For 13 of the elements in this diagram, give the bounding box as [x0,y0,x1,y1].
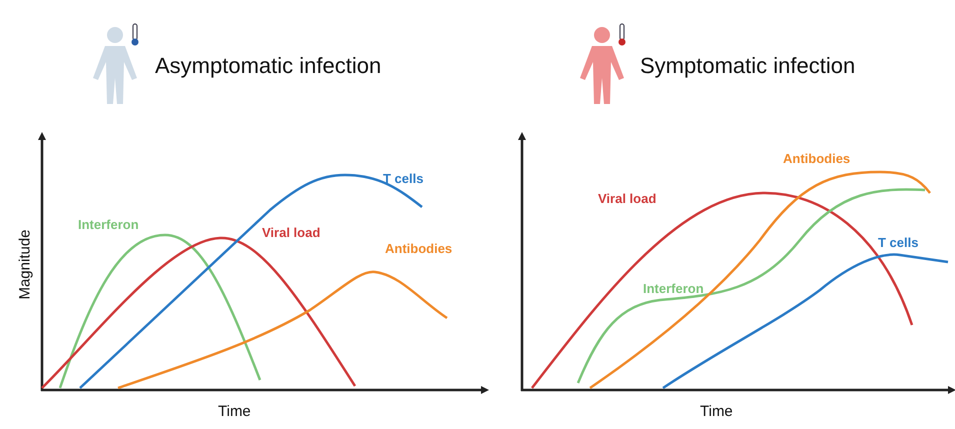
curve-label: Interferon [78,218,139,231]
curve-label: T cells [878,236,918,249]
axis-label: Time [700,404,733,419]
curve-label: Antibodies [385,242,452,255]
axis-label: Magnitude [18,229,33,300]
curve-label: Viral load [262,226,320,239]
curve-label: Viral load [598,192,656,205]
curve-label: T cells [383,172,424,185]
panel-title: Asymptomatic infection [155,55,382,77]
curve-label: Antibodies [783,152,850,165]
panel-title: Symptomatic infection [640,55,856,77]
curve-label: Interferon [643,282,704,295]
axis-label: Time [218,404,251,419]
